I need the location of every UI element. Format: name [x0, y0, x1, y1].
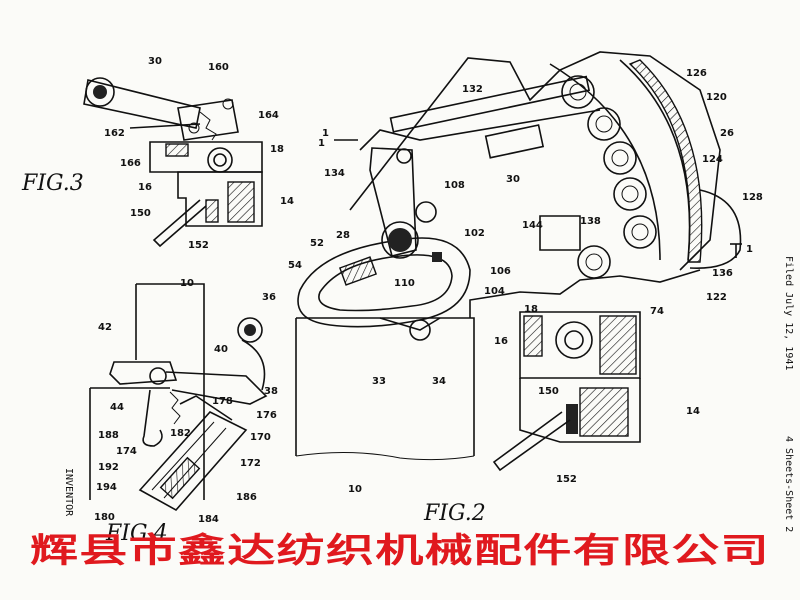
fig2-label-136: 136 — [712, 268, 733, 279]
fig3-label-30: 30 — [148, 56, 162, 67]
fig2-label-150: 150 — [538, 386, 559, 397]
fig2-label-128: 128 — [742, 192, 763, 203]
fig2-labels: 132 126 120 26 124 128 1 134 30 108 144 … — [288, 68, 763, 495]
fig4-label-184: 184 — [198, 514, 219, 525]
fig2-label-10: 10 — [348, 484, 362, 495]
fig2-label-122: 122 — [706, 292, 727, 303]
fig2-roller-column — [561, 75, 657, 279]
filed-date-text: Filed July 12, 1941 — [783, 256, 794, 370]
fig2-label-54: 54 — [288, 260, 302, 271]
fig2-label-126: 126 — [686, 68, 707, 79]
fig2-label-26: 26 — [720, 128, 734, 139]
fig2-section-mark-left: 1 — [322, 128, 329, 139]
fig2-label-134: 134 — [324, 168, 345, 179]
fig2-label-102: 102 — [464, 228, 485, 239]
fig2-label-34: 34 — [432, 376, 446, 387]
fig2-caption: FIG.2 — [423, 501, 486, 526]
fig3-caption: FIG.3 — [21, 171, 84, 196]
fig4-label-176: 176 — [256, 410, 277, 421]
fig4-drawing — [89, 283, 268, 512]
fig4-label-192: 192 — [98, 462, 119, 473]
fig2-label-144: 144 — [522, 220, 543, 231]
fig2-label-1: 1 — [318, 138, 325, 149]
fig2-label-52: 52 — [310, 238, 324, 249]
fig2-label-104: 104 — [484, 286, 505, 297]
fig3-label-152: 152 — [188, 240, 209, 251]
fig4-label-188: 188 — [98, 430, 119, 441]
fig3-label-160: 160 — [208, 62, 229, 73]
fig2-label-18: 18 — [524, 304, 538, 315]
fig2-section-mark-right: 1 — [746, 244, 753, 255]
fig4-label-180: 180 — [94, 512, 115, 523]
fig4-label-36: 36 — [262, 292, 276, 303]
fig2-label-106: 106 — [490, 266, 511, 277]
fig4-label-186: 186 — [236, 492, 257, 503]
fig4-label-40: 40 — [214, 344, 228, 355]
fig4-caption: FIG.4 — [105, 521, 168, 546]
fig4-label-178: 178 — [212, 396, 233, 407]
fig2-label-33: 33 — [372, 376, 386, 387]
fig2-label-124: 124 — [702, 154, 723, 165]
inventor-text: INVENTOR — [63, 468, 74, 517]
fig2-label-16: 16 — [494, 336, 508, 347]
sheet-count-text: 4 Sheets-Sheet 2 — [783, 436, 794, 532]
fig2-label-30: 30 — [506, 174, 520, 185]
fig2-label-74: 74 — [650, 306, 664, 317]
fig2-label-110: 110 — [394, 278, 415, 289]
fig2-label-108: 108 — [444, 180, 465, 191]
fig3-labels: 30 160 164 162 18 166 16 150 14 152 — [104, 56, 294, 251]
fig3-label-150: 150 — [130, 208, 151, 219]
fig3-label-16: 16 — [138, 182, 152, 193]
fig4-label-38: 38 — [264, 386, 278, 397]
fig4-label-42: 42 — [98, 322, 112, 333]
fig3-label-164: 164 — [258, 110, 279, 121]
fig4-labels: 10 36 42 40 38 44 178 176 188 182 170 17… — [94, 278, 278, 525]
fig2-label-138: 138 — [580, 216, 601, 227]
fig4-label-10: 10 — [180, 278, 194, 289]
fig3-label-166: 166 — [120, 158, 141, 169]
fig4-label-182: 182 — [170, 428, 191, 439]
fig4-label-174: 174 — [116, 446, 137, 457]
fig3-label-14: 14 — [280, 196, 294, 207]
fig4-label-44: 44 — [110, 402, 124, 413]
company-watermark: 辉县市鑫达纺织机械配件有限公司 — [30, 531, 770, 571]
fig2-label-28: 28 — [336, 230, 350, 241]
fig4-label-172: 172 — [240, 458, 261, 469]
fig3-label-162: 162 — [104, 128, 125, 139]
fig2-label-152: 152 — [556, 474, 577, 485]
fig2-label-132: 132 — [462, 84, 483, 95]
fig4-label-194: 194 — [96, 482, 117, 493]
fig2-drawing — [295, 51, 742, 472]
fig4-label-170: 170 — [250, 432, 271, 443]
fig2-label-14: 14 — [686, 406, 700, 417]
fig2-label-120: 120 — [706, 92, 727, 103]
fig3-drawing — [83, 77, 263, 248]
fig3-label-18: 18 — [270, 144, 284, 155]
